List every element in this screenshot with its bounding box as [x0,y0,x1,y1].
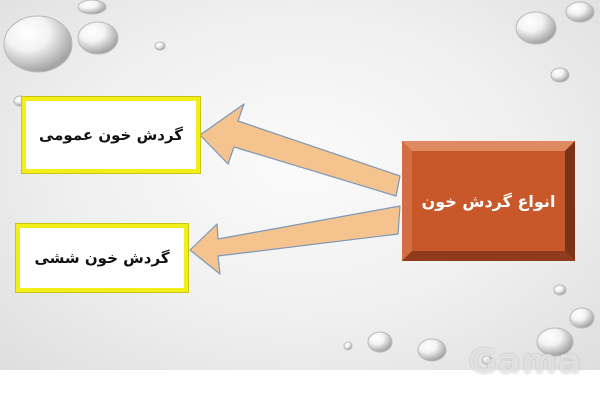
water-drop [553,284,567,296]
water-drop [565,1,595,23]
water-drop [569,307,595,329]
bottom-strip [0,370,600,400]
node-label: گردش خون ششی [34,249,170,267]
node-pulmonary-circulation: گردش خون ششی [16,224,188,292]
water-drop [3,15,73,73]
water-drop [77,0,107,15]
water-drop [343,341,353,351]
main-node [402,141,575,261]
water-drops-decoration [3,0,595,365]
water-drop [481,355,493,365]
main-node-label: انواع گردش خون [421,191,556,211]
watermark-text: Gama [468,342,582,382]
arrow-to-pulmonary [189,205,401,275]
node-systemic-circulation: گردش خون عمومی [22,97,200,173]
water-drop [550,67,570,83]
watermark-logo: Gama [469,342,582,382]
main-node-label-wrap: انواع گردش خون [402,141,575,261]
water-drop [417,338,447,362]
water-drop [154,41,166,51]
water-drop [367,331,393,353]
node-label: گردش خون عمومی [38,126,184,144]
water-drop [77,21,119,55]
arrow-to-systemic [199,103,401,197]
water-drop [536,327,574,357]
water-drop [515,11,557,45]
